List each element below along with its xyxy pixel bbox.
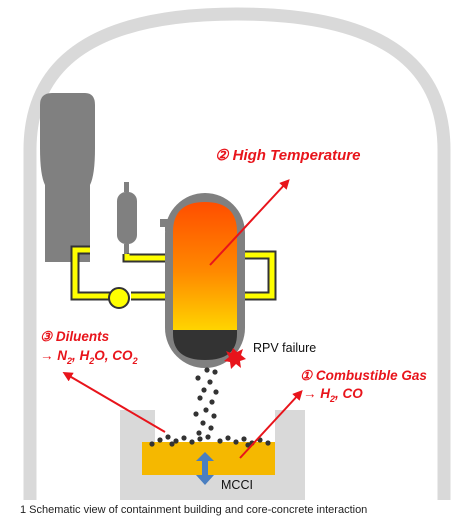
steam-generator bbox=[40, 93, 95, 262]
label-high-temperature: ② High Temperature bbox=[215, 147, 360, 164]
debris-particle bbox=[265, 440, 271, 446]
debris-particle bbox=[245, 442, 251, 448]
label-mcci: MCCI bbox=[221, 478, 253, 492]
debris-particle bbox=[207, 379, 213, 385]
arrow-high-temperature bbox=[209, 179, 290, 266]
debris-particle bbox=[208, 425, 214, 431]
rpv-failure-burst-icon bbox=[224, 348, 246, 369]
label-combustible-species: → H2, CO bbox=[303, 386, 363, 404]
debris-particle bbox=[196, 430, 202, 436]
debris-particle bbox=[211, 413, 217, 419]
debris-particle bbox=[157, 437, 163, 443]
debris-particle bbox=[205, 434, 211, 440]
debris-particle bbox=[193, 411, 199, 417]
debris-particle bbox=[200, 420, 206, 426]
debris-particle bbox=[173, 438, 179, 444]
debris-particle bbox=[225, 435, 231, 441]
debris-particle bbox=[189, 439, 195, 445]
arrow-diluents bbox=[62, 371, 166, 433]
debris-particle bbox=[197, 395, 203, 401]
label-combustible-gas: ① Combustible Gas bbox=[300, 368, 427, 383]
debris-particle bbox=[197, 436, 203, 442]
debris-particle bbox=[241, 436, 247, 442]
debris-particle bbox=[217, 438, 223, 444]
debris-particle bbox=[169, 441, 175, 447]
debris-particle bbox=[209, 399, 215, 405]
debris-particle bbox=[149, 441, 155, 447]
debris-particle bbox=[213, 389, 219, 395]
label-rpv-failure: RPV failure bbox=[253, 341, 316, 355]
debris-particle bbox=[201, 387, 207, 393]
label-diluents-species: → N2, H2O, CO2 bbox=[40, 348, 138, 366]
debris-particles bbox=[149, 367, 271, 448]
debris-particle bbox=[203, 407, 209, 413]
containment-building bbox=[23, 7, 451, 500]
debris-particle bbox=[204, 367, 210, 373]
debris-particle bbox=[195, 375, 201, 381]
pressurizer bbox=[117, 182, 137, 254]
coolant-pump bbox=[108, 287, 130, 309]
debris-particle bbox=[233, 439, 239, 445]
coolant-loop-piping bbox=[70, 245, 277, 301]
label-diluents: ③ Diluents bbox=[40, 329, 110, 344]
debris-particle bbox=[212, 369, 218, 375]
mcci-arrow-icon bbox=[196, 452, 214, 485]
arrow-combustible-gas bbox=[239, 390, 303, 459]
debris-particle bbox=[165, 434, 171, 440]
debris-particle bbox=[181, 435, 187, 441]
reactor-pressure-vessel bbox=[165, 193, 245, 368]
figure-caption: 1 Schematic view of containment building… bbox=[20, 504, 368, 516]
